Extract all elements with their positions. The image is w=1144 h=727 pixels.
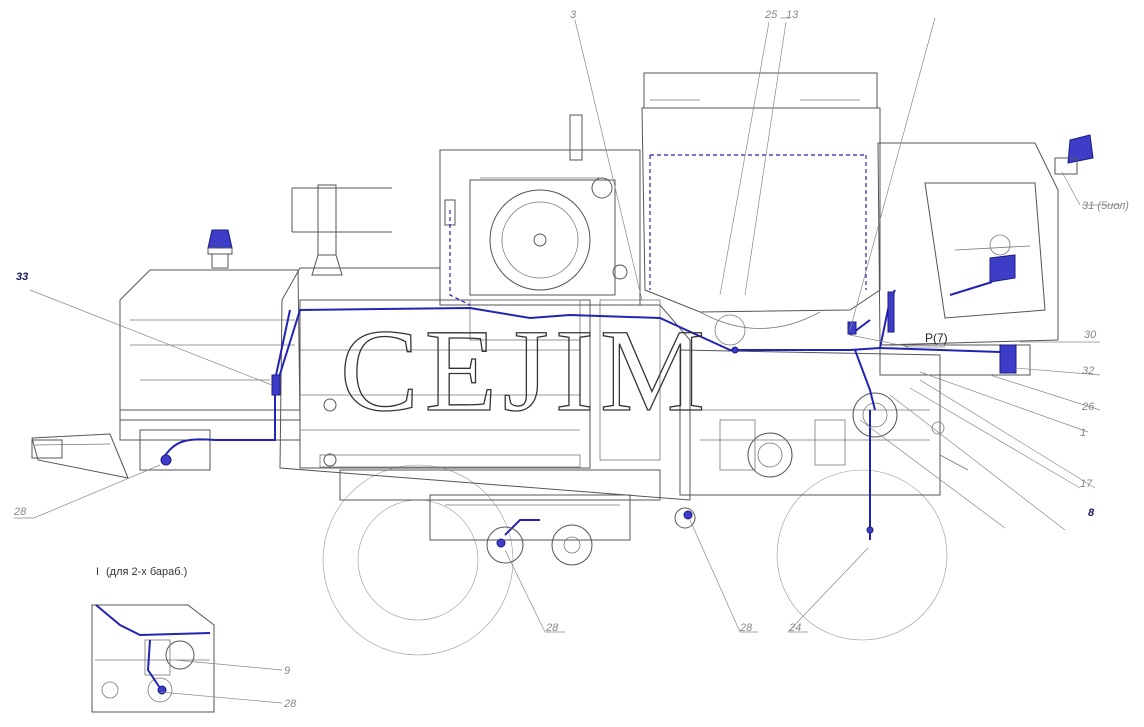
- callout-28-left: 28: [13, 506, 27, 518]
- callout-28-right: 28: [739, 622, 753, 634]
- rear-section: [679, 349, 969, 496]
- callout-13: 13: [786, 9, 799, 21]
- wiring-harness: [161, 154, 1001, 540]
- callout-3: 3: [570, 9, 577, 21]
- callout-26: 26: [1081, 401, 1095, 413]
- callout-9: 9: [284, 665, 290, 677]
- watermark-logo: CEJIM: [340, 305, 711, 436]
- unloading-auger: [291, 184, 392, 276]
- callout-24: 24: [788, 622, 801, 634]
- engine-compartment: [439, 114, 641, 306]
- callout-28-inset: 28: [283, 698, 297, 710]
- callout-8: 8: [1088, 507, 1095, 519]
- cab: [877, 142, 1059, 376]
- main-body: [279, 267, 691, 541]
- harness-components: [160, 291, 1017, 548]
- leader-lines: [14, 17, 1122, 633]
- callout-30: 30: [1084, 329, 1097, 341]
- callout-25: 25: [764, 9, 778, 21]
- callout-p7: P(7): [925, 331, 948, 345]
- inset-detail: I (для 2-х бараб.) 9 28: [91, 566, 297, 713]
- callout-28-mid: 28: [545, 622, 559, 634]
- inset-caption: (для 2-х бараб.): [106, 566, 187, 578]
- callout-32: 32: [1082, 365, 1094, 377]
- callout-1: 1: [1080, 427, 1086, 439]
- callout-labels: 3 25 13 33 31 (5иол) P(7) 30 32 26 1 17 …: [13, 9, 1129, 634]
- inset-marker: I: [96, 566, 99, 578]
- grain-tank: [641, 72, 881, 346]
- cab-display-icon: [989, 254, 1016, 283]
- beacon-right-icon: [1054, 134, 1094, 175]
- front-wheel: [322, 464, 514, 656]
- rear-wheel: [776, 469, 948, 641]
- callout-17: 17: [1080, 478, 1093, 490]
- header-body: [31, 269, 301, 479]
- callout-33: 33: [16, 271, 28, 283]
- beacon-left-icon: [207, 229, 233, 269]
- drive-pulleys: [486, 507, 696, 566]
- callout-31: 31 (5иол): [1082, 200, 1129, 212]
